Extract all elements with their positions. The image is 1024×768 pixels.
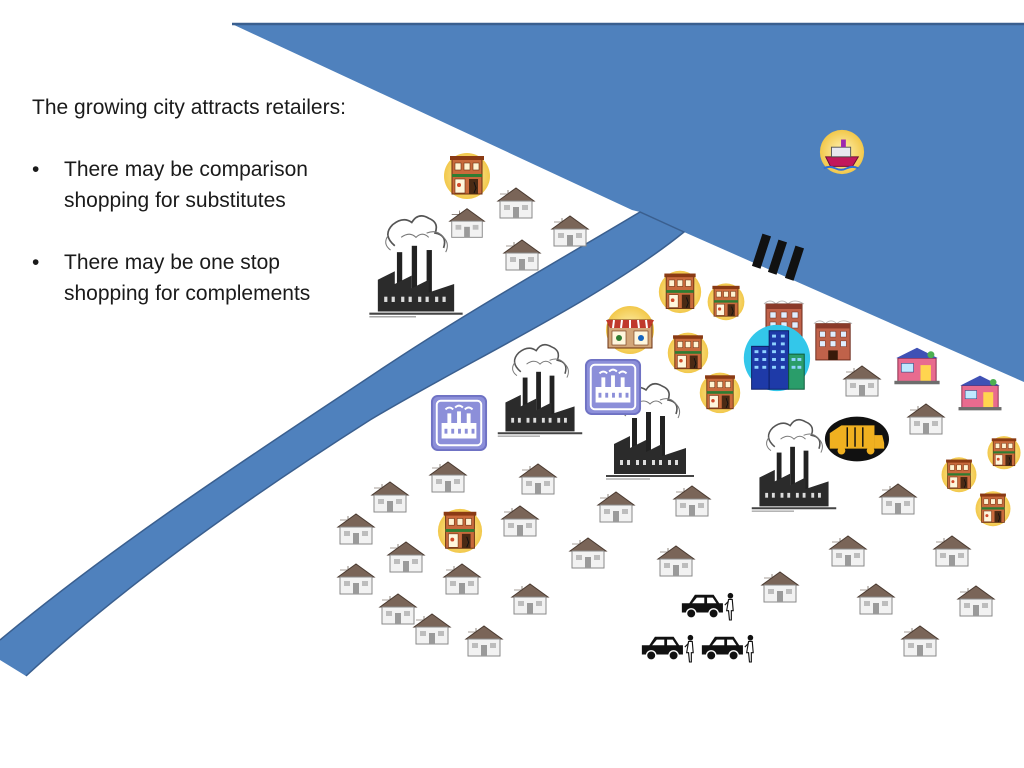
- house-icon: [429, 461, 467, 493]
- dock-pilings-icon: [751, 233, 805, 281]
- factory-symbol-icon: [430, 394, 488, 452]
- house-icon: [857, 583, 895, 615]
- house-icon: [569, 537, 607, 569]
- house-icon: [503, 239, 541, 271]
- house-icon: [465, 625, 503, 657]
- house-icon: [511, 583, 549, 615]
- slide-text-box: The growing city attracts retailers: The…: [32, 92, 352, 340]
- house-icon: [829, 535, 867, 567]
- storefront-icon: [707, 282, 745, 321]
- house-icon: [387, 541, 425, 573]
- house-icon: [371, 481, 409, 513]
- storefront-icon: [658, 270, 702, 314]
- car-with-driver-icon: [701, 634, 754, 663]
- house-icon: [761, 571, 799, 603]
- storefront-icon: [667, 332, 709, 374]
- cargo-ship-icon: [818, 128, 866, 176]
- car-with-driver-icon: [641, 634, 694, 663]
- storefront-icon: [699, 372, 741, 414]
- storefront-icon: [941, 456, 977, 493]
- river-edge: [0, 211, 686, 677]
- storefront-icon: [605, 305, 655, 354]
- storefront-icon: [813, 320, 853, 361]
- house-icon: [501, 505, 539, 537]
- house-icon: [843, 365, 881, 397]
- delivery-truck-icon: [824, 415, 890, 463]
- house-icon: [907, 403, 945, 435]
- storefront-icon: [987, 435, 1021, 470]
- storefront-icon: [443, 152, 491, 200]
- river-water: [0, 212, 684, 676]
- house-icon: [551, 215, 589, 247]
- house-icon: [673, 485, 711, 517]
- house-icon: [443, 563, 481, 595]
- bay-water: [232, 24, 1024, 382]
- house-icon: [337, 563, 375, 595]
- house-icon: [933, 535, 971, 567]
- house-icon: [519, 463, 557, 495]
- house-icon: [413, 613, 451, 645]
- house-icon: [337, 513, 375, 545]
- bullet-substitutes: There may be comparison shopping for sub…: [32, 154, 352, 216]
- smokestack-factory-icon: [750, 418, 838, 513]
- house-icon: [379, 593, 417, 625]
- house-icon: [597, 491, 635, 523]
- storefront-icon: [893, 347, 941, 385]
- house-icon: [449, 208, 485, 238]
- house-icon: [957, 585, 995, 617]
- car-with-driver-icon: [681, 592, 734, 621]
- bullet-complements: There may be one stop shopping for compl…: [32, 247, 352, 309]
- factory-symbol-icon: [584, 358, 642, 416]
- smokestack-factory-icon: [368, 214, 464, 318]
- slide-heading: The growing city attracts retailers:: [32, 96, 346, 119]
- house-icon: [879, 483, 917, 515]
- storefront-icon: [437, 508, 483, 554]
- smokestack-factory-icon: [496, 343, 584, 438]
- house-icon: [497, 187, 535, 219]
- house-icon: [901, 625, 939, 657]
- office-towers-icon: [743, 324, 811, 392]
- house-icon: [657, 545, 695, 577]
- storefront-icon: [958, 375, 1002, 411]
- storefront-icon: [975, 490, 1011, 527]
